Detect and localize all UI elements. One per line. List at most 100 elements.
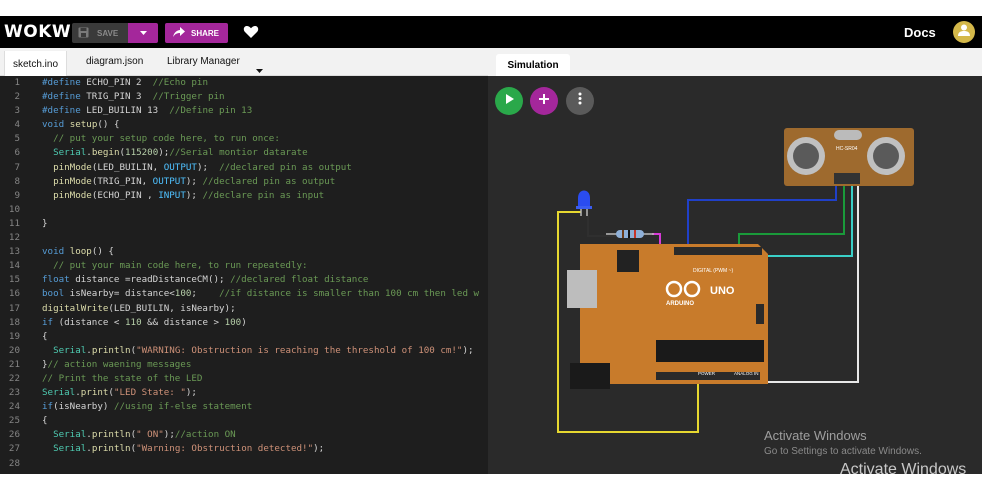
code-token: ); bbox=[163, 429, 175, 441]
code-line[interactable]: 20 Serial.println("WARNING: Obstruction … bbox=[0, 344, 488, 358]
power-jack bbox=[570, 363, 610, 389]
tab-diagram[interactable]: diagram.json bbox=[86, 56, 144, 67]
code-token: ; bbox=[191, 288, 220, 300]
code-line[interactable]: 2#define TRIG_PIN 3 //Trigger pin bbox=[0, 90, 488, 104]
led-component[interactable] bbox=[576, 190, 592, 217]
line-number: 24 bbox=[8, 401, 20, 413]
simulation-canvas[interactable]: HC-SR04 UNO ARDUINO DIGITAL (PWM ~) POWE… bbox=[488, 76, 982, 474]
code-token: ECHO_PIN 2 bbox=[80, 77, 153, 88]
sensor-label: HC-SR04 bbox=[836, 146, 858, 152]
chevron-down-icon bbox=[139, 29, 147, 38]
arduino-board[interactable]: UNO ARDUINO DIGITAL (PWM ~) POWER ANALOG… bbox=[567, 244, 768, 389]
code-line[interactable]: 21}// action waening messages bbox=[0, 358, 488, 372]
analog-label: ANALOG IN bbox=[734, 371, 759, 376]
code-line[interactable]: 25{ bbox=[0, 414, 488, 428]
user-icon bbox=[957, 23, 971, 42]
more-options-button[interactable] bbox=[566, 87, 594, 115]
code-token: #define bbox=[42, 77, 81, 88]
wire-cyan bbox=[758, 184, 853, 257]
code-token: ); bbox=[185, 387, 197, 399]
code-line[interactable]: 5 // put your setup code here, to run on… bbox=[0, 132, 488, 146]
resistor-component[interactable] bbox=[606, 230, 654, 238]
share-label: SHARE bbox=[191, 28, 220, 38]
code-token: { bbox=[42, 415, 48, 427]
code-line[interactable]: 11} bbox=[0, 217, 488, 231]
code-token: ( bbox=[108, 387, 114, 399]
code-token: "WARNING: Obstruction is reaching the th… bbox=[136, 344, 463, 356]
code-line[interactable]: 1#define ECHO_PIN 2 //Echo pin bbox=[0, 76, 488, 90]
code-token: { bbox=[42, 330, 48, 342]
code-token: void bbox=[42, 119, 65, 131]
uno-label: UNO bbox=[710, 285, 735, 297]
ultrasonic-sensor[interactable]: HC-SR04 bbox=[784, 128, 914, 186]
code-token: distance =readDistanceCM(); bbox=[69, 274, 231, 286]
code-token: 100 bbox=[174, 288, 192, 300]
tab-sketch[interactable]: sketch.ino bbox=[4, 51, 68, 76]
code-line[interactable]: 27 Serial.println("Warning: Obstruction … bbox=[0, 442, 488, 456]
line-number: 19 bbox=[8, 330, 20, 342]
save-dropdown-button[interactable] bbox=[128, 23, 158, 43]
code-line[interactable]: 8 pinMode(TRIG_PIN, OUTPUT); //declared … bbox=[0, 175, 488, 189]
code-line[interactable]: 9 pinMode(ECHO_PIN , INPUT); //declare p… bbox=[0, 189, 488, 203]
code-token: //Define pin 13 bbox=[169, 105, 253, 117]
code-token: if bbox=[42, 316, 54, 328]
line-number: 15 bbox=[8, 274, 20, 286]
top-bar: WOKWI SAVE SHARE Docs bbox=[0, 16, 982, 48]
avatar[interactable] bbox=[953, 21, 975, 43]
play-button[interactable] bbox=[495, 87, 523, 115]
code-line[interactable]: 12 bbox=[0, 231, 488, 245]
docs-link[interactable]: Docs bbox=[904, 25, 936, 40]
wokwi-logo[interactable]: WOKWI bbox=[4, 22, 78, 42]
code-token: //action ON bbox=[174, 429, 236, 441]
code-token: ( bbox=[130, 429, 137, 441]
watermark-overlay: Activate Windows bbox=[840, 461, 967, 478]
code-token: (TRIG_PIN, bbox=[91, 175, 153, 187]
library-dropdown-icon[interactable] bbox=[256, 61, 263, 79]
code-line[interactable]: 6 Serial.begin(115200);//Serial montior … bbox=[0, 146, 488, 160]
code-line[interactable]: 7 pinMode(LED_BUILIN, OUTPUT); //declare… bbox=[0, 161, 488, 175]
code-line[interactable]: 19 { bbox=[0, 330, 488, 344]
code-line[interactable]: 28 bbox=[0, 457, 488, 471]
code-line[interactable]: 3#define LED_BUILIN 13 //Define pin 13 bbox=[0, 104, 488, 118]
code-token: print bbox=[80, 387, 109, 399]
code-token: pinMode bbox=[53, 189, 92, 201]
line-number: 9 bbox=[14, 189, 20, 201]
code-line[interactable]: 26 Serial.println(" ON");//action ON bbox=[0, 428, 488, 442]
line-number: 12 bbox=[8, 232, 20, 244]
code-line[interactable]: 22// Print the state of the LED bbox=[0, 372, 488, 386]
code-token: Serial bbox=[53, 147, 87, 159]
code-token: OUTPUT bbox=[152, 175, 186, 187]
line-number: 10 bbox=[8, 203, 20, 215]
code-token: println bbox=[91, 443, 131, 455]
line-number: 8 bbox=[14, 175, 20, 187]
code-token: //Trigger pin bbox=[152, 91, 225, 103]
code-line[interactable]: 14 // put your main code here, to run re… bbox=[0, 259, 488, 273]
code-token: (distance < bbox=[53, 316, 125, 328]
code-token: " ON" bbox=[136, 429, 164, 441]
code-token: 100 bbox=[224, 316, 242, 328]
heart-icon[interactable] bbox=[243, 24, 259, 40]
code-token: LED_BUILIN 13 bbox=[80, 105, 170, 117]
add-part-button[interactable] bbox=[530, 87, 558, 115]
tab-simulation[interactable]: Simulation bbox=[496, 54, 570, 76]
code-token: //Serial montior datarate bbox=[169, 147, 308, 159]
tab-library-manager[interactable]: Library Manager bbox=[167, 56, 240, 67]
atmega-chip bbox=[656, 340, 764, 362]
save-button[interactable]: SAVE bbox=[72, 23, 128, 43]
code-token: ); bbox=[185, 189, 203, 201]
code-token: if bbox=[42, 401, 54, 413]
code-line[interactable]: 10 bbox=[0, 203, 488, 217]
line-number: 21 bbox=[8, 358, 20, 370]
usb-port bbox=[567, 270, 597, 308]
code-token: } bbox=[42, 358, 48, 370]
share-button[interactable]: SHARE bbox=[165, 23, 228, 43]
